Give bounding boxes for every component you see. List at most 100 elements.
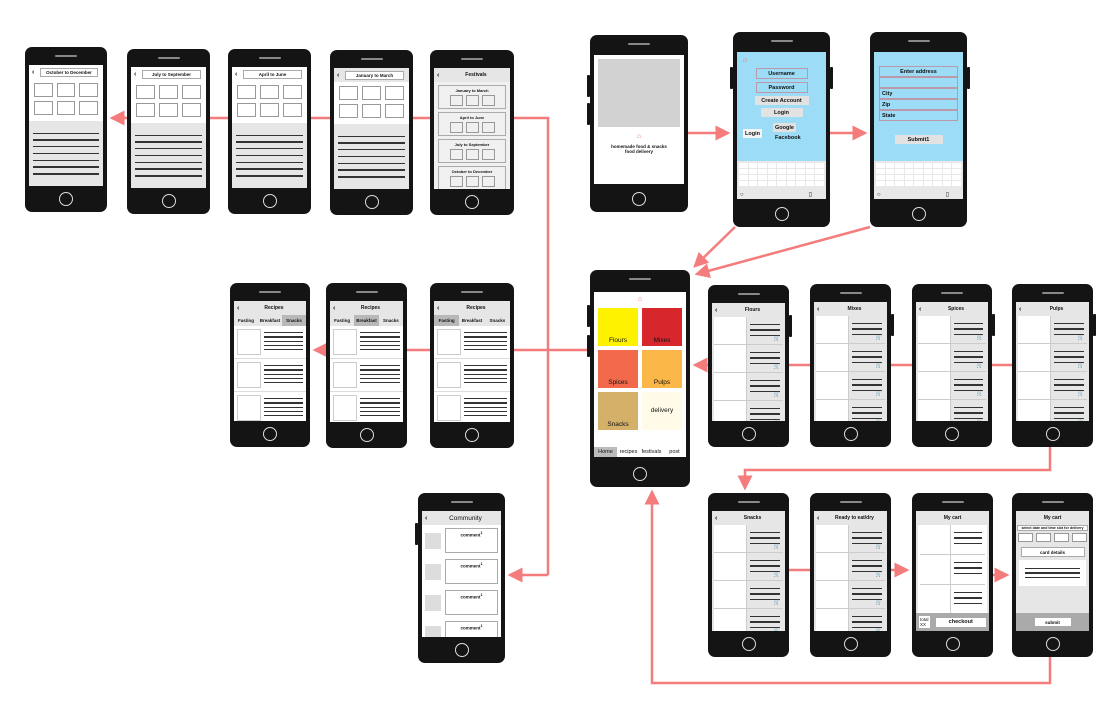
cart-icon[interactable]: 🛒 xyxy=(1077,335,1084,341)
address-title-field[interactable]: Enter address xyxy=(879,66,958,77)
product-row[interactable]: 🛒 xyxy=(816,609,885,631)
community-post[interactable]: comment1 xyxy=(422,587,501,618)
keyboard[interactable]: ○▯ xyxy=(737,161,826,199)
cart-icon[interactable]: 🛒 xyxy=(773,572,780,578)
image-placeholder[interactable] xyxy=(283,85,302,99)
keyboard-key[interactable] xyxy=(904,175,914,180)
recipe-row[interactable] xyxy=(330,326,403,359)
image-placeholder[interactable] xyxy=(34,101,53,115)
cart-icon[interactable]: 🛒 xyxy=(875,363,882,369)
cart-icon[interactable]: 🛒 xyxy=(875,600,882,606)
product-row[interactable]: 🛒 xyxy=(918,316,986,344)
festival-section[interactable]: April to June xyxy=(438,112,506,136)
product-row[interactable]: 🛒 xyxy=(816,525,885,553)
product-row[interactable]: 🛒 xyxy=(918,400,986,421)
image-placeholder[interactable] xyxy=(237,103,256,117)
keyboard-key[interactable] xyxy=(777,175,786,180)
keyboard-key[interactable] xyxy=(914,181,923,186)
festival-section[interactable]: October to December xyxy=(438,166,506,189)
product-row[interactable]: 🛒 xyxy=(714,553,783,581)
keyboard-key[interactable] xyxy=(805,169,815,174)
keyboard-key[interactable] xyxy=(786,163,796,168)
keyboard-key[interactable] xyxy=(923,181,933,186)
product-row[interactable]: 🛒 xyxy=(816,316,885,344)
back-icon[interactable]: ‹ xyxy=(32,68,35,76)
cart-icon[interactable]: 🛒 xyxy=(1077,363,1084,369)
nav-home[interactable]: Home xyxy=(594,446,617,457)
image-placeholder[interactable] xyxy=(260,103,279,117)
product-row[interactable]: 🛒 xyxy=(1018,316,1087,344)
keyboard-key[interactable] xyxy=(933,175,942,180)
product-row[interactable]: 🛒 xyxy=(1018,372,1087,400)
product-row[interactable]: 🛒 xyxy=(816,344,885,372)
keyboard[interactable]: ○▯ xyxy=(874,161,963,199)
keyboard-key[interactable] xyxy=(796,175,805,180)
product-row[interactable]: 🛒 xyxy=(1018,400,1087,421)
image-placeholder[interactable] xyxy=(182,103,201,117)
cart-icon[interactable]: 🛒 xyxy=(876,419,882,421)
cart-icon[interactable]: 🛒 xyxy=(976,391,983,397)
keyboard-key[interactable] xyxy=(923,175,933,180)
keyboard-key[interactable] xyxy=(739,175,748,180)
cart-icon[interactable]: 🛒 xyxy=(773,600,780,606)
keyboard-key[interactable] xyxy=(739,181,748,186)
product-row[interactable]: 🛒 xyxy=(918,344,986,372)
slot-option[interactable] xyxy=(1072,533,1087,542)
keyboard-key[interactable] xyxy=(904,169,914,174)
keyboard-key[interactable] xyxy=(796,163,805,168)
recipe-row[interactable] xyxy=(234,326,306,359)
keyboard-key[interactable] xyxy=(914,175,923,180)
tab-breakfast[interactable]: Breakfast xyxy=(461,318,483,323)
keyboard-key[interactable] xyxy=(895,169,904,174)
tab-breakfast[interactable]: Breakfast xyxy=(259,318,281,323)
product-row[interactable]: 🛒 xyxy=(816,581,885,609)
keyboard-key[interactable] xyxy=(796,169,805,174)
festival-section[interactable]: January to March xyxy=(438,85,506,109)
keyboard-key[interactable] xyxy=(942,181,952,186)
product-row[interactable]: 🛒 xyxy=(714,373,783,401)
image-placeholder[interactable] xyxy=(362,86,381,100)
product-row[interactable]: 🛒 xyxy=(714,317,783,345)
keyboard-key[interactable] xyxy=(885,169,895,174)
keyboard-key[interactable] xyxy=(876,169,885,174)
comment-box[interactable]: comment1 xyxy=(445,590,498,615)
image-placeholder[interactable] xyxy=(237,85,256,99)
cart-icon[interactable]: 🛒 xyxy=(976,363,983,369)
login-button[interactable]: Login xyxy=(760,108,803,117)
product-row[interactable]: 🛒 xyxy=(1018,344,1087,372)
state-field[interactable]: State xyxy=(879,110,958,121)
keyboard-key[interactable] xyxy=(876,175,885,180)
keyboard-key[interactable] xyxy=(904,181,914,186)
facebook-login-button[interactable]: Facebook xyxy=(775,134,801,141)
globe-icon[interactable]: ○ xyxy=(877,192,881,198)
keyboard-key[interactable] xyxy=(777,181,786,186)
zip-field[interactable]: Zip xyxy=(879,99,958,110)
cart-icon[interactable]: 🛒 xyxy=(773,364,780,370)
keyboard-key[interactable] xyxy=(952,175,961,180)
nav-recipes[interactable]: recipes xyxy=(619,448,638,455)
tile-snacks[interactable]: Snacks xyxy=(598,392,638,430)
festival-section[interactable]: July to September xyxy=(438,139,506,163)
comment-box[interactable]: comment1 xyxy=(445,559,498,584)
cart-icon[interactable]: 🛒 xyxy=(1077,391,1084,397)
keyboard-key[interactable] xyxy=(758,181,767,186)
keyboard-key[interactable] xyxy=(933,169,942,174)
product-row[interactable]: 🛒 xyxy=(918,372,986,400)
back-icon[interactable]: ‹ xyxy=(715,306,718,314)
keyboard-key[interactable] xyxy=(815,181,824,186)
keyboard-key[interactable] xyxy=(942,169,952,174)
back-icon[interactable]: ‹ xyxy=(134,70,137,78)
recipe-row[interactable] xyxy=(234,392,306,421)
cart-icon[interactable]: 🛒 xyxy=(1078,419,1084,421)
community-post[interactable]: comment1 xyxy=(422,618,501,637)
back-icon[interactable]: ‹ xyxy=(425,514,428,522)
submit-button[interactable]: submit xyxy=(1034,618,1071,626)
create-account-button[interactable]: Create Account xyxy=(754,96,809,105)
recipe-row[interactable] xyxy=(234,359,306,392)
keyboard-key[interactable] xyxy=(895,163,904,168)
keyboard-key[interactable] xyxy=(796,181,805,186)
keyboard-key[interactable] xyxy=(885,163,895,168)
back-icon[interactable]: ‹ xyxy=(817,305,820,313)
slot-option[interactable] xyxy=(1036,533,1051,542)
keyboard-key[interactable] xyxy=(923,163,933,168)
